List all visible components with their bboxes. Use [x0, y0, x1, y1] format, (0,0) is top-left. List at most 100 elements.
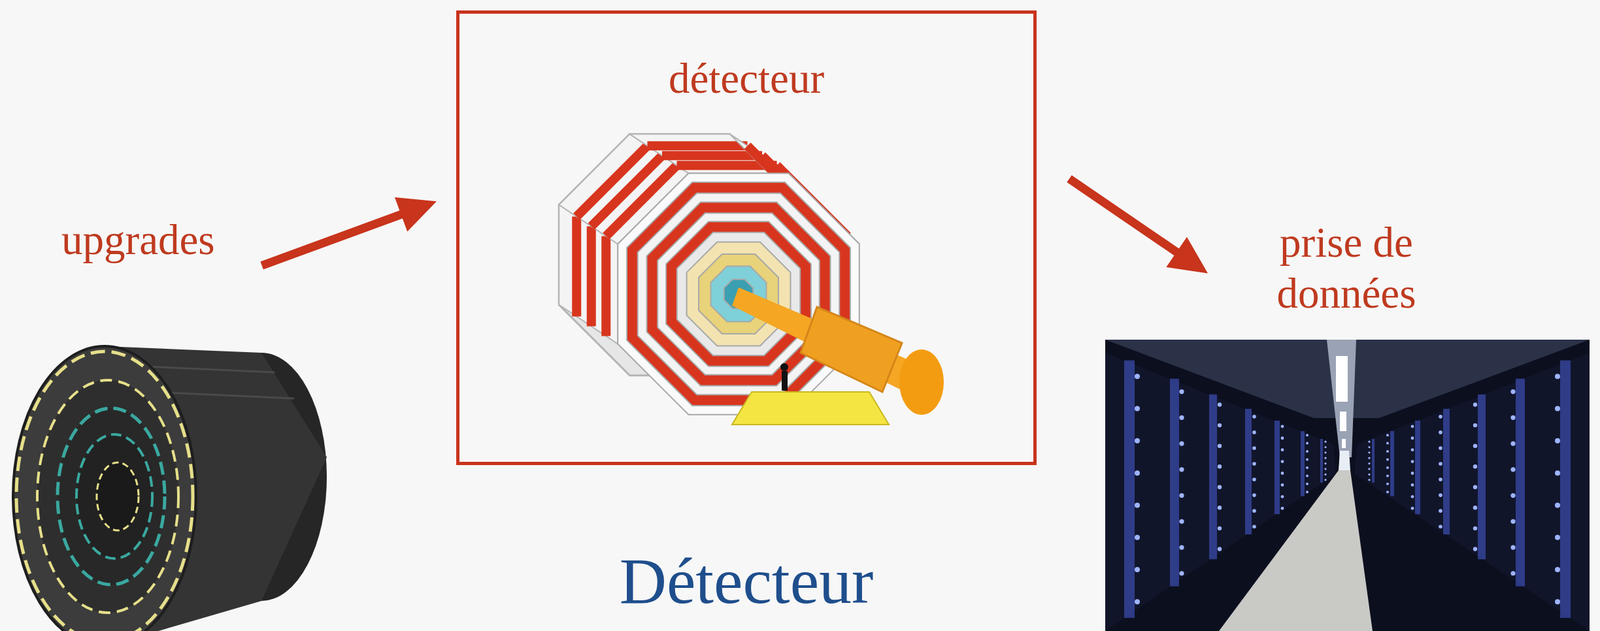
person-head [780, 363, 789, 372]
rack-led [1386, 433, 1389, 437]
rack-glow [1443, 409, 1450, 535]
rack-led [1386, 483, 1389, 486]
rack-led [1324, 479, 1327, 482]
rack-led [1367, 457, 1370, 460]
rack-glow [1390, 431, 1395, 497]
muon-stripe [571, 216, 582, 317]
rack-led [1252, 446, 1257, 451]
rack-led [1305, 483, 1309, 486]
photo-corridor-end [1338, 450, 1351, 471]
rack-led [1134, 535, 1140, 541]
rack-led [1134, 567, 1140, 573]
rack-led [1411, 483, 1415, 487]
rack-led [1554, 406, 1561, 412]
rack-led [1281, 507, 1285, 511]
node-label: upgrades [61, 214, 216, 266]
muon-stripe [586, 226, 597, 327]
rack-led [1510, 519, 1516, 525]
rack-led [1438, 509, 1443, 514]
rack-led [1324, 441, 1327, 444]
photo-racks-right [1354, 352, 1590, 631]
rack-led [1281, 448, 1285, 452]
rack-led [1179, 467, 1184, 472]
rack-led [1217, 423, 1222, 428]
rack-led [1305, 433, 1309, 437]
muon-stripe [601, 235, 611, 336]
photo-ground [1105, 339, 1590, 631]
rack-led [1473, 485, 1478, 490]
rack-led [1473, 402, 1478, 407]
rack-led [1281, 471, 1285, 476]
photo-ceiling-strip [1326, 339, 1357, 458]
rack-led [1510, 389, 1516, 395]
component-label: upgrades [53, 209, 223, 271]
rack-led [1473, 423, 1478, 428]
arrow-head [394, 197, 437, 233]
rack-glow [1515, 379, 1525, 587]
detector-illustration [558, 133, 944, 425]
rack-glow [1274, 420, 1280, 515]
rack-led [1554, 373, 1561, 380]
rack-led [1438, 524, 1443, 529]
rack-led [1411, 460, 1415, 464]
rack-led [1411, 507, 1415, 511]
photo-racks-left [1105, 352, 1336, 631]
rack-led [1305, 442, 1309, 446]
rack-led [1252, 477, 1257, 482]
rack-led [1386, 490, 1389, 494]
rack-led [1324, 457, 1327, 460]
rack-led [1386, 450, 1389, 453]
rack-led [1134, 373, 1140, 380]
barrel-layer-inner [57, 408, 165, 585]
rack-led [1411, 424, 1415, 429]
rack-led [1438, 493, 1443, 498]
rack-led [1324, 451, 1327, 454]
rack-led [1411, 448, 1415, 452]
rack-glow [1300, 431, 1305, 497]
rack-led [1411, 495, 1415, 499]
rack-led [1305, 490, 1309, 494]
datacenter-photo [1105, 339, 1590, 631]
rack-led [1554, 567, 1561, 573]
rack-led [1367, 473, 1370, 476]
rack-led [1367, 462, 1370, 465]
rack-led [1367, 441, 1370, 444]
rack-led [1367, 446, 1370, 449]
rack-led [1179, 415, 1184, 421]
rack-led [1281, 424, 1285, 429]
rack-led [1252, 509, 1257, 514]
rack-led [1179, 545, 1184, 550]
rack-led [1252, 415, 1257, 419]
rack-led [1411, 471, 1415, 476]
rack-glow [1169, 379, 1180, 587]
rack-glow [1320, 439, 1323, 484]
rack-led [1510, 441, 1516, 446]
rack-led [1305, 466, 1309, 470]
rack-led [1134, 502, 1140, 508]
arrow-shaft [1069, 179, 1182, 256]
rack-glow [1477, 394, 1486, 560]
rack-led [1252, 430, 1257, 435]
barrel-layer-core [76, 434, 153, 559]
rack-led [1554, 599, 1561, 605]
detector-box: détecteur [456, 10, 1037, 466]
rack-lights [1124, 360, 1571, 619]
rack-led [1473, 526, 1478, 531]
flow-arrow [1069, 179, 1208, 274]
rack-led [1367, 451, 1370, 454]
rack-led [1473, 464, 1478, 469]
rack-led [1367, 479, 1370, 482]
component-label: prise de données [1220, 211, 1472, 325]
rack-led [1438, 415, 1443, 419]
rack-led [1510, 545, 1516, 550]
rack-led [1473, 547, 1478, 551]
person [781, 371, 788, 391]
rack-led [1179, 493, 1184, 499]
rack-led [1438, 462, 1443, 467]
arrow-shaft [262, 213, 406, 267]
rack-glow [1124, 360, 1135, 619]
muon-stripe [647, 141, 748, 151]
rack-led [1473, 505, 1478, 510]
rack-led [1281, 460, 1285, 464]
rack-led [1324, 446, 1327, 449]
